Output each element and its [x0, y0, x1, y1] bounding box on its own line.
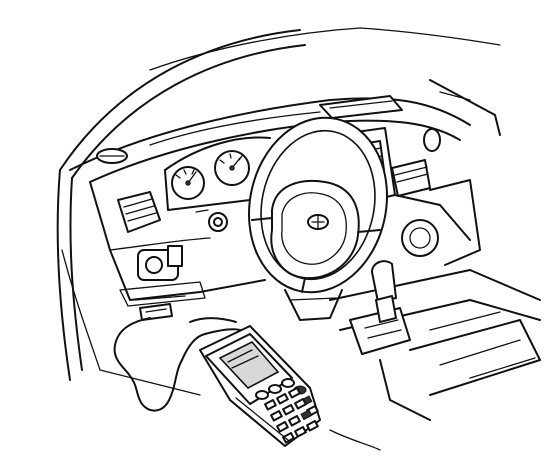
windshield-frame: [59, 27, 501, 179]
dashboard-top: [69, 95, 471, 183]
steering-wheel-icon: [248, 116, 388, 294]
scan-tool-cable: [113, 317, 241, 412]
steering-column: [284, 289, 343, 321]
dlc-connector: [139, 303, 173, 321]
gear-shifter-icon: [329, 260, 541, 421]
floor-lines: [99, 369, 381, 451]
door-frame-left: [56, 169, 101, 381]
scan-tool-icon: [199, 325, 321, 447]
dashboard-fascia: [89, 181, 266, 307]
instrument-cluster-icon: [164, 136, 271, 232]
